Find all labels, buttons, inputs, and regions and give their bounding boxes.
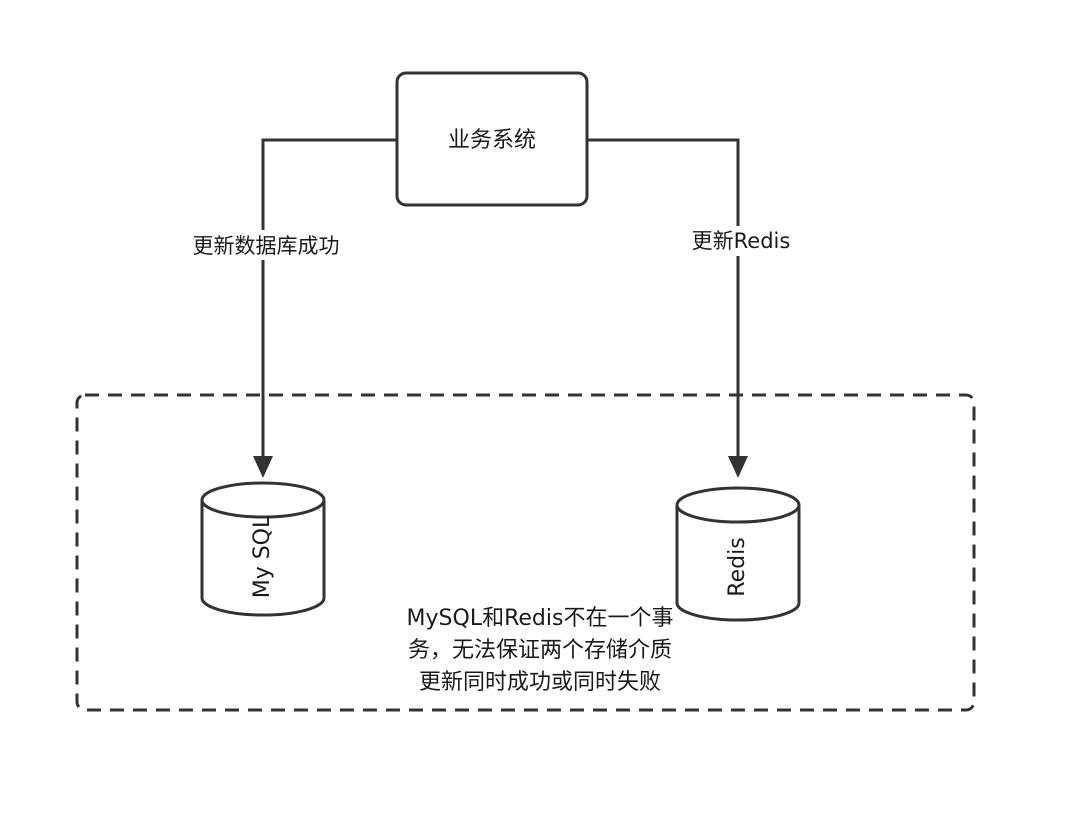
- mysql-label: My SQL: [250, 515, 275, 598]
- redis-label: Redis: [725, 537, 750, 596]
- edge-label-right: 更新Redis: [692, 229, 791, 253]
- edge-to-mysql: [261, 138, 397, 462]
- note-line-3: 更新同时成功或同时失败: [418, 670, 661, 695]
- redis-database-icon: [675, 486, 801, 622]
- arrowhead-redis: [728, 456, 748, 478]
- mysql-database-icon: [200, 481, 326, 617]
- transaction-note: MySQL和Redis不在一个事 务，无法保证两个存储介质 更新同时成功或同时失…: [330, 603, 750, 699]
- edge-label-right-bg: [683, 226, 799, 256]
- arrowhead-mysql: [253, 456, 273, 478]
- edge-label-left-bg: [176, 230, 358, 260]
- note-line-1: MySQL和Redis不在一个事: [406, 606, 674, 631]
- note-line-2: 务，无法保证两个存储介质: [407, 638, 672, 663]
- business-system-label: 业务系统: [448, 128, 536, 153]
- edge-to-redis: [587, 138, 740, 462]
- edge-label-left: 更新数据库成功: [193, 234, 340, 258]
- transaction-boundary: [75, 393, 976, 712]
